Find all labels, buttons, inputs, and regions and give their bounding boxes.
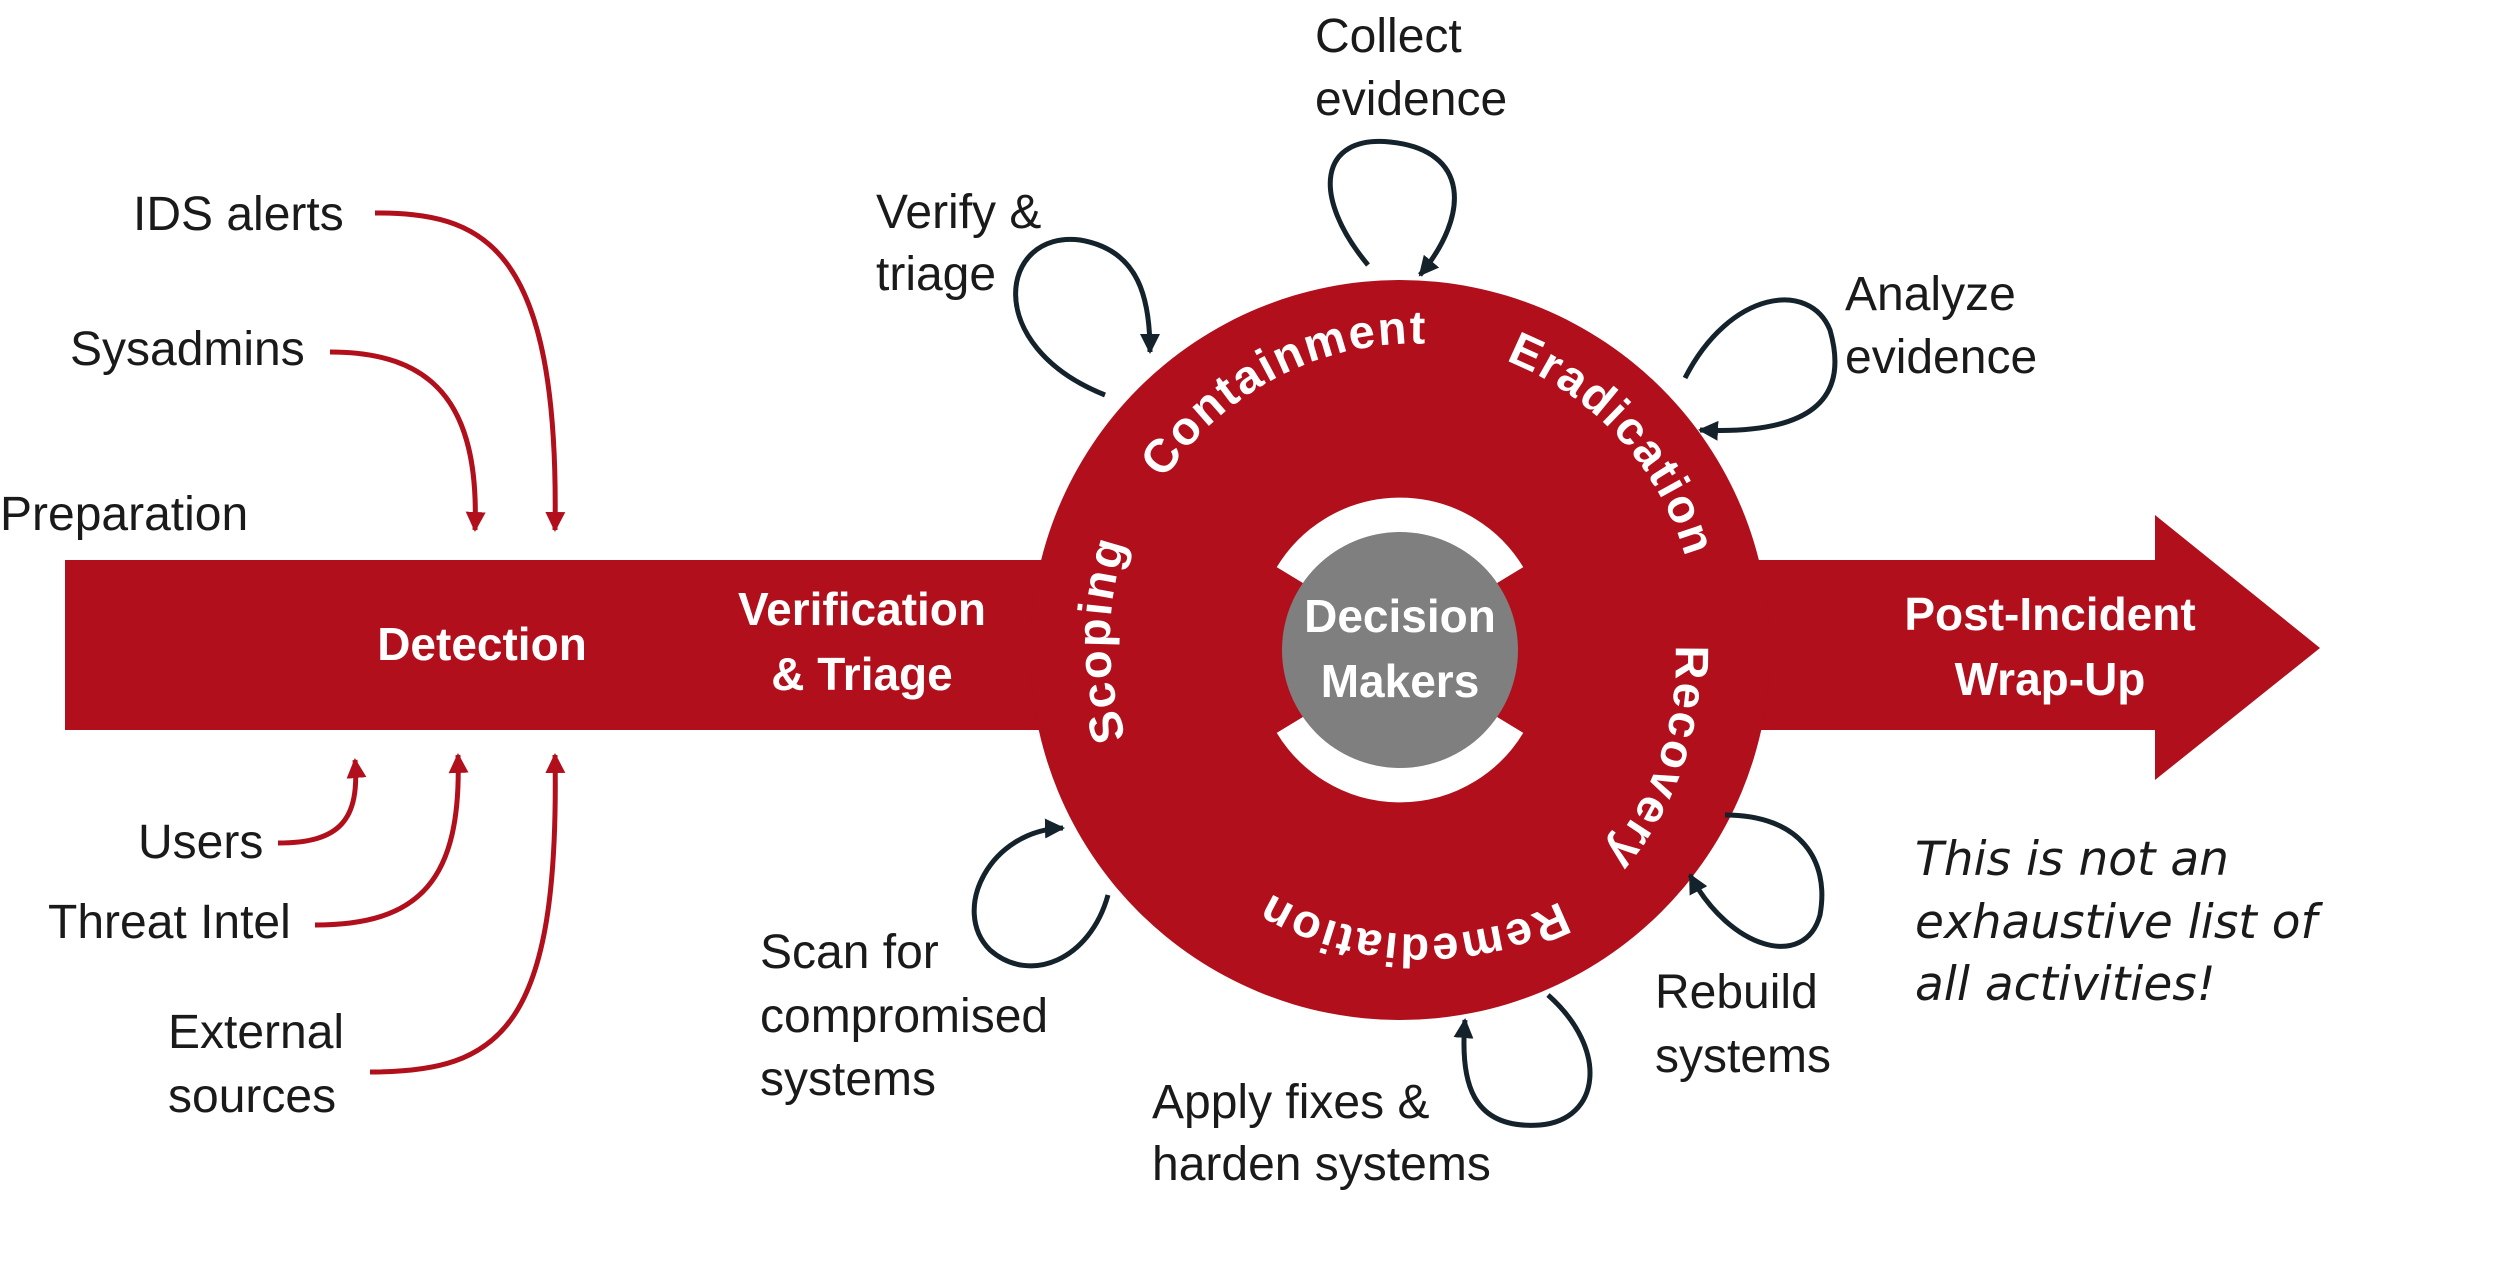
loop-apply-fixes bbox=[1453, 993, 1593, 1128]
activity-verify-line2: triage bbox=[876, 248, 996, 301]
loop-rebuild-systems bbox=[1687, 812, 1825, 949]
activity-apply-line1: Apply fixes & bbox=[1152, 1076, 1429, 1129]
loop-scan-systems bbox=[971, 818, 1111, 969]
source-users: Users bbox=[138, 816, 263, 869]
source-external-line1: External bbox=[168, 1006, 344, 1059]
detection-label: Detection bbox=[377, 618, 587, 670]
arrow-ids-alerts bbox=[374, 210, 566, 532]
activity-collect-line2: evidence bbox=[1315, 73, 1507, 126]
post-incident-label-line1: Post-Incident bbox=[1904, 588, 2195, 640]
loop-collect-evidence bbox=[1327, 138, 1457, 277]
inner-white-arc-top bbox=[1276, 497, 1524, 588]
activity-scan-line3: systems bbox=[760, 1053, 936, 1106]
decision-makers-line1: Decision bbox=[1304, 590, 1496, 642]
loop-analyze-evidence bbox=[1682, 297, 1838, 441]
decision-makers-line2: Makers bbox=[1321, 655, 1480, 707]
activity-collect-line1: Collect bbox=[1315, 10, 1462, 63]
loop-verify-triage bbox=[1013, 236, 1160, 398]
source-ids-alerts: IDS alerts bbox=[133, 188, 344, 241]
decision-makers-circle bbox=[1282, 532, 1518, 768]
source-sysadmins: Sysadmins bbox=[70, 323, 305, 376]
activity-rebuild-line1: Rebuild bbox=[1655, 966, 1818, 1019]
activity-analyze-line1: Analyze bbox=[1845, 268, 2016, 321]
verification-label-line1: Verification bbox=[738, 583, 986, 635]
source-external-line2: sources bbox=[168, 1070, 336, 1123]
note-line2: exhaustive list of bbox=[1915, 895, 2323, 950]
arrow-external-sources bbox=[369, 753, 566, 1075]
arrow-users bbox=[277, 758, 367, 846]
verification-label-line2: & Triage bbox=[771, 648, 953, 700]
inner-white-arc-bottom bbox=[1276, 712, 1524, 803]
activity-scan-line2: compromised bbox=[760, 990, 1048, 1043]
note-line3: all activities! bbox=[1915, 957, 2216, 1012]
arrow-threat-intel bbox=[314, 753, 469, 928]
preparation-label: Preparation bbox=[0, 488, 248, 541]
activity-rebuild-line2: systems bbox=[1655, 1030, 1831, 1083]
activity-analyze-line2: evidence bbox=[1845, 331, 2037, 384]
activity-verify-line1: Verify & bbox=[876, 186, 1041, 239]
source-threat-intel: Threat Intel bbox=[48, 896, 291, 949]
activity-apply-line2: harden systems bbox=[1152, 1138, 1491, 1191]
post-incident-label-line2: Wrap-Up bbox=[1955, 653, 2146, 705]
activity-scan-line1: Scan for bbox=[760, 926, 939, 979]
arrow-sysadmins bbox=[329, 349, 486, 532]
note-line1: This is not an bbox=[1915, 832, 2229, 887]
